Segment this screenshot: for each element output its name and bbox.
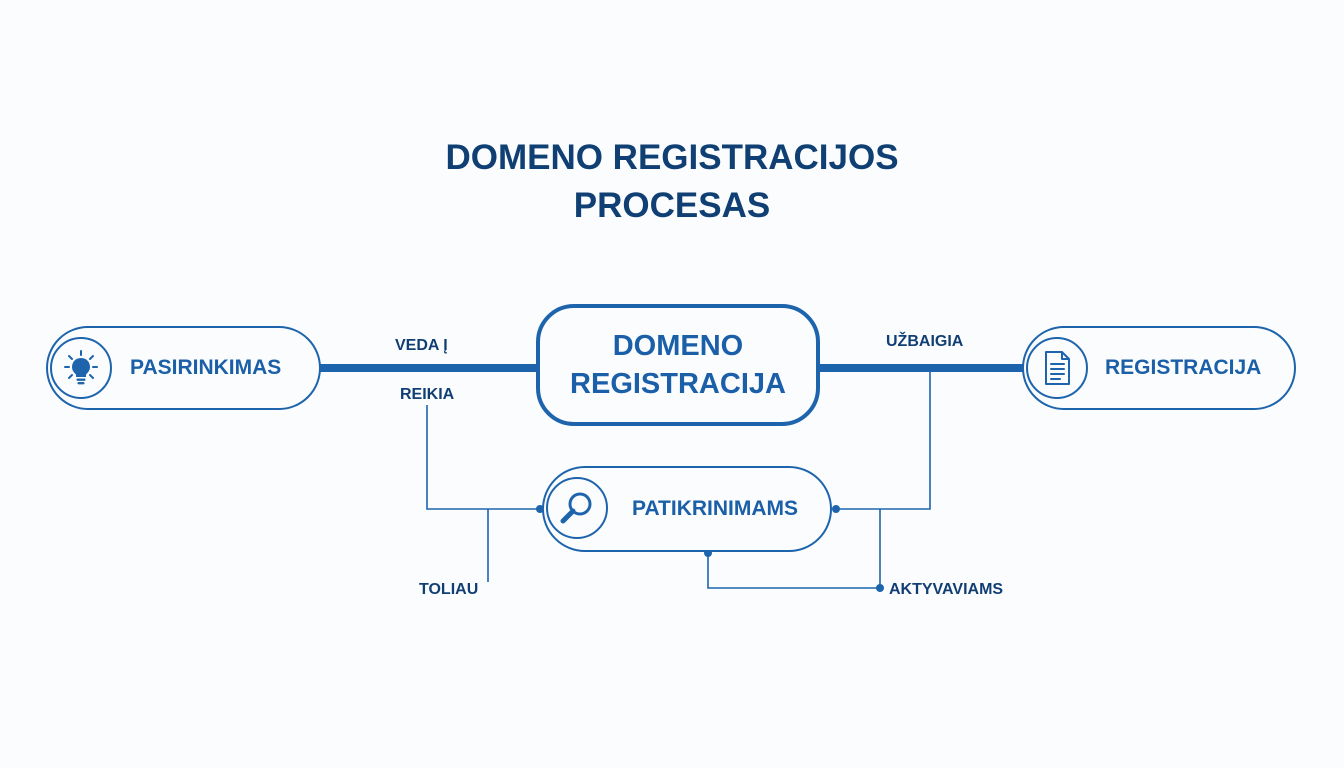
edge-label-aktyvaviams: AKTYVAVIAMS	[889, 581, 1004, 598]
junction-dot	[876, 584, 884, 592]
connector-aktyvaviams	[707, 553, 880, 589]
junction-dot	[832, 505, 840, 513]
connector-reikia	[426, 405, 540, 510]
node-registracija: REGISTRACIJA	[1022, 326, 1296, 410]
connector-left-center	[318, 364, 540, 372]
node-label: REGISTRACIJA	[1105, 356, 1262, 379]
node-label-line-1: DOMENO	[612, 330, 744, 362]
title-line-2: PROCESAS	[573, 186, 771, 225]
node-label-line-2: REGISTRACIJA	[570, 368, 786, 400]
edge-label-reikia: REIKIA	[400, 386, 455, 403]
edge-label-toliau: TOLIAU	[419, 581, 479, 598]
title-line-1: DOMENO REGISTRACIJOS	[445, 138, 899, 177]
connector-center-right	[816, 364, 1026, 372]
lightbulb-icon	[50, 337, 112, 399]
diagram-title: DOMENO REGISTRACIJOS PROCESAS	[372, 134, 972, 230]
edge-label-uzbaigia: UŽBAIGIA	[886, 333, 964, 350]
magnifier-icon	[546, 477, 608, 539]
document-icon	[1026, 337, 1088, 399]
node-pasirinkimas: PASIRINKIMAS	[46, 326, 321, 410]
connector-uzbaigia-branch	[836, 372, 931, 510]
node-label: PASIRINKIMAS	[130, 356, 282, 379]
node-domeno-registracija: DOMENO REGISTRACIJA	[536, 304, 820, 426]
node-patikrinimams: PATIKRINIMAMS	[542, 466, 832, 552]
node-label: PATIKRINIMAMS	[632, 497, 799, 520]
edge-label-veda: VEDA Į	[395, 337, 448, 354]
node-label: DOMENO REGISTRACIJA	[570, 327, 786, 403]
